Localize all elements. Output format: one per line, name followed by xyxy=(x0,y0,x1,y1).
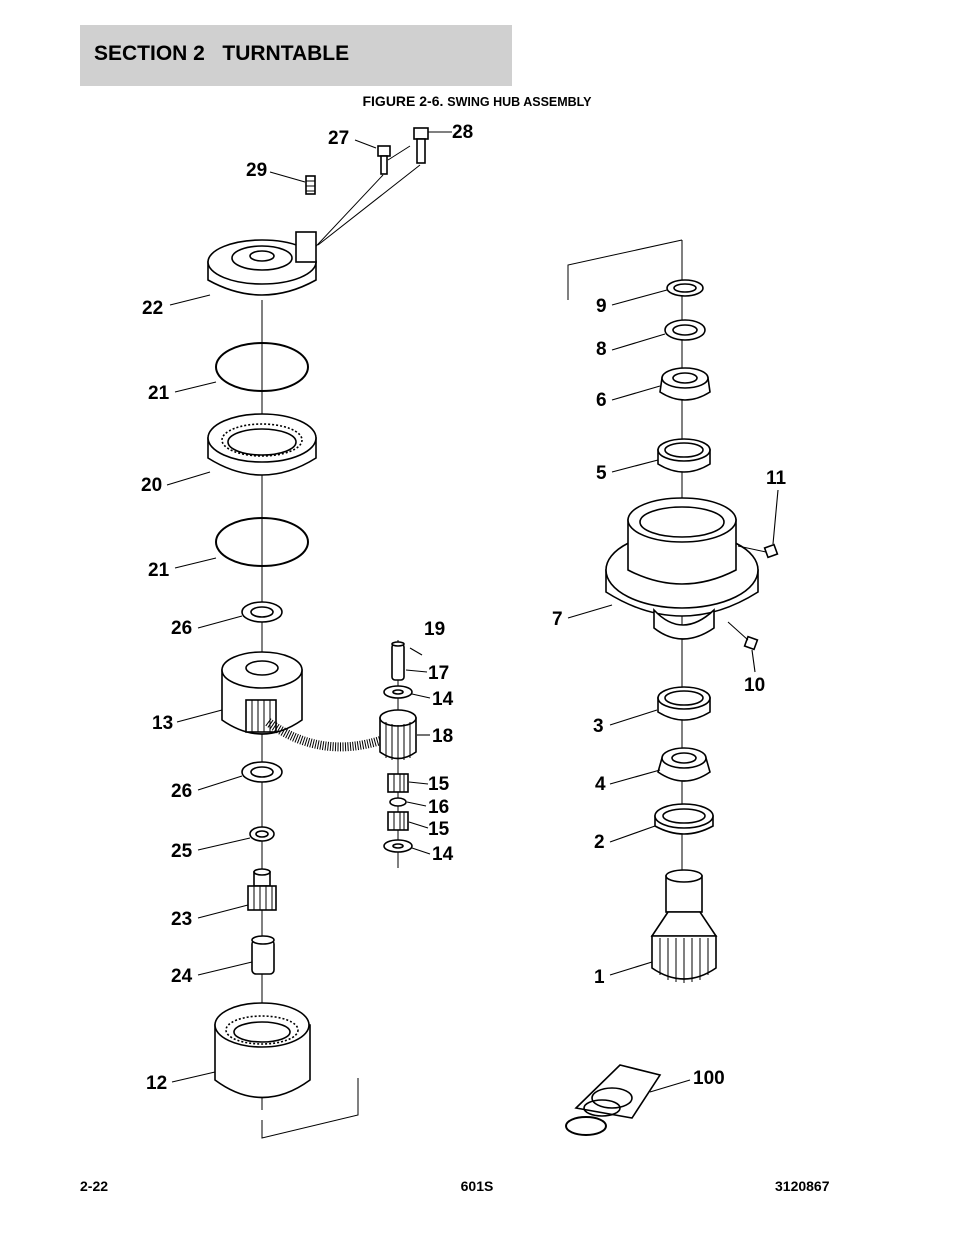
footer-model: 601S xyxy=(460,1178,494,1194)
seal-9 xyxy=(666,279,704,297)
callout-4: 4 xyxy=(595,774,606,795)
pin-19 xyxy=(409,647,423,656)
housing-12 xyxy=(214,1002,311,1099)
callout-21: 21 xyxy=(148,383,170,404)
callout-20: 20 xyxy=(141,475,162,496)
washer-26-lower xyxy=(241,761,283,783)
bearing-cup-3 xyxy=(657,686,711,721)
callout-18: 18 xyxy=(432,726,453,747)
bolt-28 xyxy=(413,127,429,164)
pinion-shaft-1 xyxy=(650,869,718,983)
thrust-washer-14-upper xyxy=(383,685,413,699)
callout-22: 22 xyxy=(142,298,163,319)
callout-10: 10 xyxy=(744,675,765,696)
callout-29: 29 xyxy=(246,160,267,181)
callout-28: 28 xyxy=(452,122,473,143)
carrier-13 xyxy=(221,651,303,735)
callout-1: 1 xyxy=(594,967,605,988)
callout-14: 14 xyxy=(432,844,454,865)
callout-7: 7 xyxy=(552,609,563,630)
bolt-27 xyxy=(377,145,391,175)
shaft-24 xyxy=(251,935,275,975)
callout-6: 6 xyxy=(596,390,607,411)
seal-kit-100 xyxy=(565,1064,662,1136)
figure-title: SWING HUB ASSEMBLY xyxy=(447,95,592,109)
callout-2: 2 xyxy=(594,832,605,853)
ring-8 xyxy=(664,319,706,341)
callout-26: 26 xyxy=(171,618,192,639)
pin-17 xyxy=(391,641,405,681)
cone-bearing-6 xyxy=(659,367,711,401)
roller-bearing-15-lower xyxy=(387,811,409,831)
o-ring-21-upper xyxy=(215,342,309,392)
cover-22 xyxy=(207,231,317,296)
washer-25 xyxy=(249,826,275,842)
callout-12: 12 xyxy=(146,1073,167,1094)
section-header: SECTION 2 TURNTABLE xyxy=(80,25,512,86)
spacer-16 xyxy=(389,797,407,807)
left-bracket xyxy=(261,1078,359,1139)
callout-24: 24 xyxy=(171,966,193,987)
callout-17: 17 xyxy=(428,663,449,684)
sun-gear-23 xyxy=(247,868,277,911)
footer-page-number: 2-22 xyxy=(80,1178,109,1194)
callout-5: 5 xyxy=(596,463,607,484)
thrust-washer-14-lower xyxy=(383,839,413,853)
o-ring-21-lower xyxy=(215,517,309,567)
figure-caption: FIGURE 2-6. SWING HUB ASSEMBLY xyxy=(0,93,954,109)
roller-bearing-15-upper xyxy=(387,773,409,793)
callout-21: 21 xyxy=(148,560,170,581)
callout-19: 19 xyxy=(424,619,445,640)
callout-9: 9 xyxy=(596,296,607,317)
seal-2 xyxy=(654,803,714,835)
plug-29 xyxy=(305,175,316,195)
callout-13: 13 xyxy=(152,713,173,734)
right-bracket xyxy=(567,239,683,300)
callout-16: 16 xyxy=(428,797,449,818)
callout-26: 26 xyxy=(171,781,192,802)
hub-7 xyxy=(605,497,759,640)
callout-15: 15 xyxy=(428,819,450,840)
figure-number: FIGURE 2-6. xyxy=(362,93,444,109)
cone-bearing-4 xyxy=(657,747,711,782)
ring-gear-20 xyxy=(207,413,317,476)
washer-26-upper xyxy=(241,601,283,623)
callout-100: 100 xyxy=(693,1068,725,1089)
planet-gear-18 xyxy=(379,709,417,761)
bearing-cup-5 xyxy=(657,438,711,473)
callout-27: 27 xyxy=(328,128,349,149)
footer-doc-number: 3120867 xyxy=(775,1178,830,1194)
callout-11: 11 xyxy=(766,468,787,489)
callout-14: 14 xyxy=(432,689,454,710)
callout-15: 15 xyxy=(428,774,450,795)
callout-23: 23 xyxy=(171,909,192,930)
callout-25: 25 xyxy=(171,841,193,862)
fitting-11 xyxy=(763,543,779,559)
section-title: SECTION 2 TURNTABLE xyxy=(94,42,350,65)
callout-3: 3 xyxy=(593,716,604,737)
callout-8: 8 xyxy=(596,339,607,360)
